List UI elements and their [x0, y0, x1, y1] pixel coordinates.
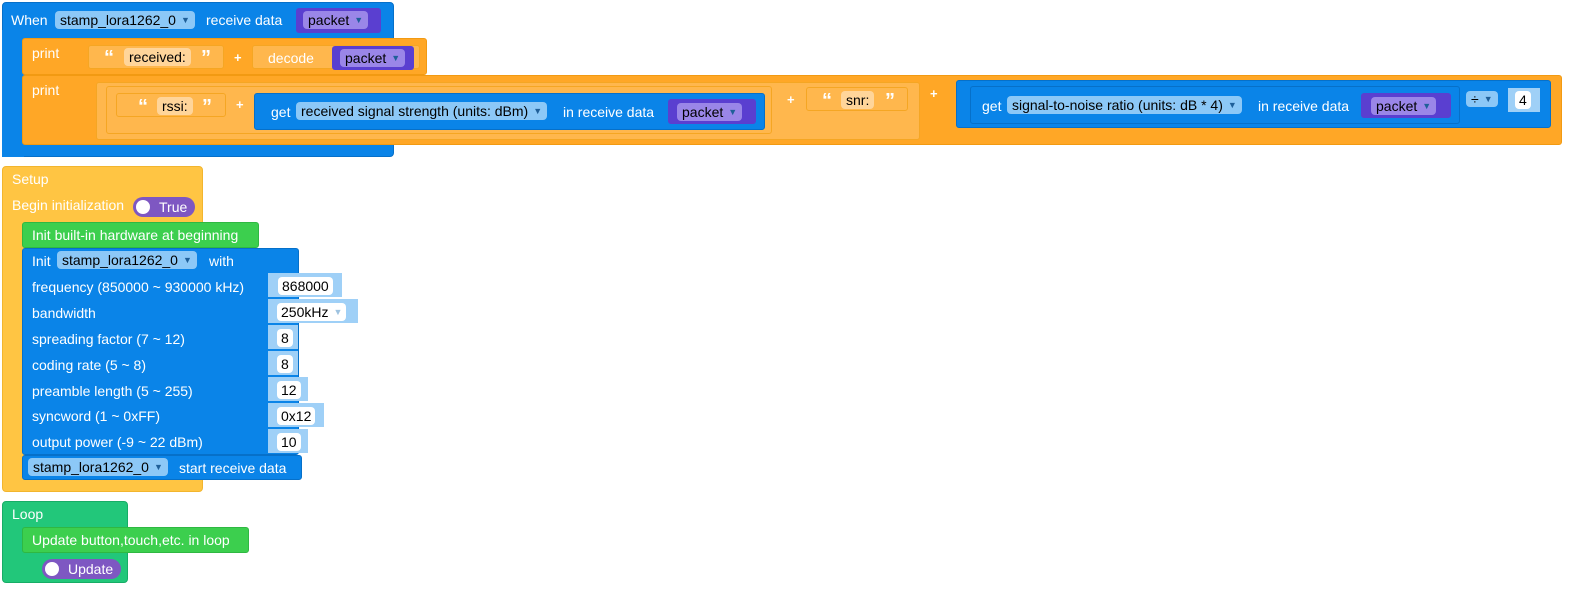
chevron-down-icon: ▼: [1483, 94, 1493, 104]
packet-var-3[interactable]: packet▼: [1371, 97, 1437, 115]
frequency-label: frequency (850000 ~ 930000 kHz): [32, 279, 245, 295]
when-label: When: [11, 12, 48, 28]
received-text-field[interactable]: received:: [124, 48, 191, 66]
toggle-knob-icon: [45, 562, 59, 576]
print-label-2: print: [32, 82, 60, 98]
print-label-1: print: [32, 45, 60, 61]
init-label: Init: [32, 253, 51, 269]
receive-data-label: receive data: [206, 12, 283, 28]
spreading-factor-input[interactable]: 8: [277, 329, 293, 347]
plus-operator: +: [234, 50, 242, 65]
open-quote-icon: “: [138, 96, 148, 118]
plus-operator: +: [236, 97, 244, 112]
chevron-down-icon: ▼: [180, 15, 190, 25]
update-loop-block[interactable]: [22, 527, 249, 553]
chevron-down-icon: ▼: [533, 106, 543, 116]
coding-rate-input[interactable]: 8: [277, 355, 293, 373]
rssi-text-field[interactable]: rssi:: [157, 97, 193, 115]
setup-label: Setup: [12, 171, 49, 187]
syncword-input[interactable]: 0x12: [277, 407, 316, 425]
start-device-dropdown[interactable]: stamp_lora1262_0▼: [28, 458, 168, 476]
init-hardware-label: Init built-in hardware at beginning: [32, 227, 239, 243]
divisor-input[interactable]: 4: [1515, 91, 1531, 109]
syncword-label: syncword (1 ~ 0xFF): [32, 408, 160, 424]
update-toggle[interactable]: Update: [42, 559, 122, 579]
coding-rate-label: coding rate (5 ~ 8): [32, 357, 147, 373]
chevron-down-icon: ▼: [1227, 100, 1237, 110]
update-loop-label: Update button,touch,etc. in loop: [32, 532, 230, 548]
bandwidth-label: bandwidth: [32, 305, 96, 321]
plus-operator: +: [930, 86, 938, 101]
packet-param[interactable]: packet▼: [303, 11, 369, 29]
output-power-input[interactable]: 10: [277, 433, 301, 451]
chevron-down-icon: ▼: [354, 15, 364, 25]
start-receive-label: start receive data: [179, 460, 287, 476]
spreading-factor-label: spreading factor (7 ~ 12): [32, 331, 185, 347]
chevron-down-icon: ▼: [391, 53, 401, 63]
get-label-1: get: [271, 104, 291, 120]
close-quote-icon: ”: [885, 90, 895, 112]
bandwidth-dropdown[interactable]: 250kHz▼: [277, 303, 347, 321]
chevron-down-icon: ▼: [182, 255, 192, 265]
init-device-dropdown[interactable]: stamp_lora1262_0▼: [57, 251, 197, 269]
chevron-down-icon: ▼: [153, 462, 163, 472]
close-quote-icon: ”: [201, 47, 211, 69]
chevron-down-icon: ▼: [728, 107, 738, 117]
divide-operator-dropdown[interactable]: ÷▼: [1466, 91, 1498, 107]
in-receive-data-label-1: in receive data: [563, 104, 655, 120]
close-quote-icon: ”: [202, 96, 212, 118]
preamble-length-label: preamble length (5 ~ 255): [32, 383, 193, 399]
frequency-input[interactable]: 868000: [278, 277, 333, 295]
init-lora-block[interactable]: [22, 248, 299, 455]
snr-text-field[interactable]: snr:: [841, 91, 875, 109]
output-power-label: output power (-9 ~ 22 dBm): [32, 434, 203, 450]
begin-init-toggle[interactable]: True: [133, 197, 196, 217]
loop-label: Loop: [12, 506, 44, 522]
packet-var-2[interactable]: packet▼: [677, 103, 743, 121]
plus-operator: +: [787, 92, 795, 107]
event-device-dropdown[interactable]: stamp_lora1262_0▼: [55, 11, 195, 29]
preamble-length-input[interactable]: 12: [277, 381, 301, 399]
with-label: with: [209, 253, 234, 269]
decode-label: decode: [268, 50, 314, 66]
chevron-down-icon: ▼: [1422, 101, 1432, 111]
in-receive-data-label-2: in receive data: [1258, 98, 1350, 114]
packet-var-1[interactable]: packet▼: [340, 49, 406, 67]
begin-init-label: Begin initialization: [12, 197, 125, 213]
open-quote-icon: “: [104, 47, 114, 69]
snr-option-dropdown[interactable]: signal-to-noise ratio (units: dB * 4)▼: [1007, 96, 1242, 114]
get-label-2: get: [982, 98, 1002, 114]
toggle-knob-icon: [136, 200, 150, 214]
chevron-down-icon: ▼: [333, 307, 343, 317]
open-quote-icon: “: [822, 90, 832, 112]
event-block-left-rail: [2, 30, 24, 157]
rssi-option-dropdown[interactable]: received signal strength (units: dBm)▼: [296, 102, 548, 120]
init-hardware-block[interactable]: [22, 222, 259, 248]
